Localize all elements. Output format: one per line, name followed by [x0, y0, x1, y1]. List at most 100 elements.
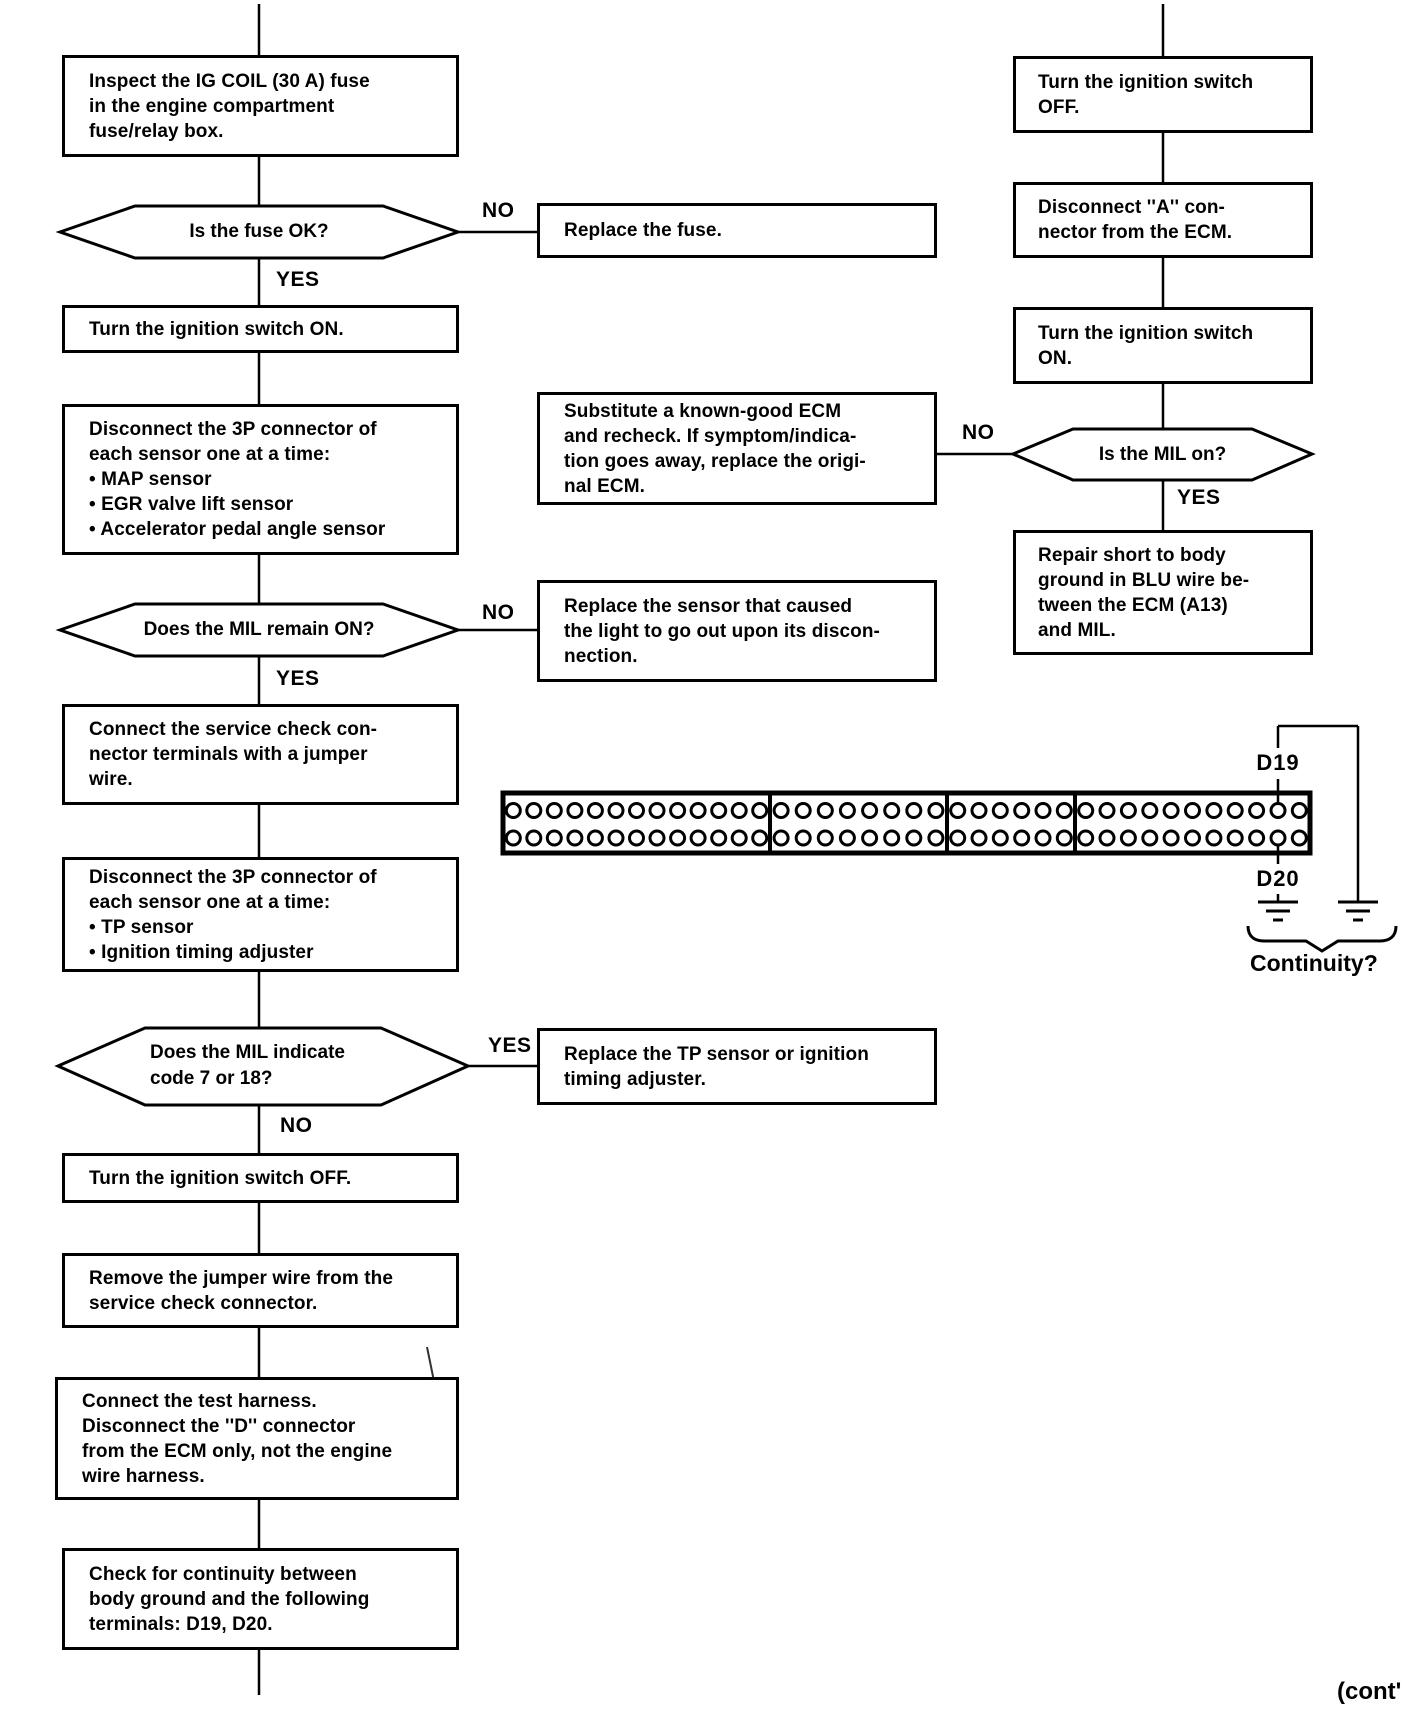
connector-pin [1248, 802, 1266, 819]
decision-mil-indicate-shape [54, 1026, 472, 1107]
connector-pin [1162, 829, 1180, 847]
node-replace-fuse: Replace the fuse. [537, 203, 937, 258]
connector-pin [607, 829, 625, 847]
connector-pin [816, 802, 834, 819]
connector-pin [927, 802, 945, 819]
connector-pin [772, 829, 790, 847]
continuity-brace [1246, 925, 1398, 953]
connector-pin [566, 802, 584, 819]
decision-shapes [54, 204, 1316, 1107]
connector-pin [730, 802, 748, 819]
connector-pin [883, 802, 901, 819]
connector-pin [751, 829, 769, 847]
decision-is-fuse-ok-shape [55, 204, 463, 260]
connector-pin [669, 829, 687, 847]
edge-label-yes-mil-remain: YES [276, 667, 320, 690]
node-disconnect-3p-tp: Disconnect the 3P connector of each sens… [62, 857, 459, 972]
connector-pin [566, 829, 584, 847]
connector-pin [1141, 802, 1159, 819]
connector-pin [816, 829, 834, 847]
connector-pin [689, 829, 707, 847]
connector-pin [1034, 829, 1052, 847]
connector-pin [1098, 829, 1116, 847]
connector-pin [861, 802, 879, 819]
connector-pin [1034, 802, 1052, 819]
connector-pin [730, 829, 748, 847]
connector-pin [1248, 829, 1266, 847]
node-substitute-ecm: Substitute a known-good ECM and recheck.… [537, 392, 937, 505]
connector-pin [751, 802, 769, 819]
node-remove-jumper: Remove the jumper wire from the service … [62, 1253, 459, 1328]
connector-pin [772, 802, 790, 819]
connector-pin [949, 802, 967, 819]
terminal-label-d19: D19 [1256, 750, 1300, 775]
decision-is-mil-on-shape [1009, 427, 1316, 482]
connector-pin [525, 802, 543, 819]
connector-pin [1119, 802, 1137, 819]
connector-pin [525, 829, 543, 847]
connector-pin [628, 802, 645, 819]
connector-dividers [768, 793, 1077, 853]
connector-pin [545, 802, 563, 819]
connector-pin [586, 829, 604, 847]
probe-wires [1276, 724, 1360, 902]
connector-pin [794, 829, 812, 847]
connector-pin [710, 829, 728, 847]
connector-pin [991, 802, 1009, 819]
decision-is-fuse-ok: Is the fuse OK? [189, 221, 329, 242]
edge-label-no-mil-on: NO [962, 421, 995, 444]
connector-pin [970, 802, 988, 819]
connector-pin [648, 802, 666, 819]
connector-pin [689, 802, 707, 819]
connector-pin [1184, 802, 1201, 819]
connector-pin [991, 829, 1009, 847]
connector-pin [1269, 829, 1287, 847]
connector-pin [883, 829, 901, 847]
edge-label-no-mil-remain: NO [482, 601, 515, 624]
connector-pin [949, 829, 967, 847]
node-ignition-on-right: Turn the ignition switch ON. [1013, 307, 1313, 384]
connector-pin [1098, 802, 1116, 819]
connector-pin [794, 802, 812, 819]
decision-is-mil-on: Is the MIL on? [1098, 443, 1227, 465]
connector-pin [504, 802, 522, 819]
connector-pin [1269, 802, 1287, 819]
connector-pin [970, 829, 988, 847]
connector-pin [1077, 802, 1095, 819]
connector-pin [648, 829, 666, 847]
connector-pin [710, 802, 728, 819]
edge-label-no-code: NO [280, 1114, 313, 1137]
ground-symbol-left [1258, 900, 1298, 922]
connector-pin [1077, 829, 1095, 847]
connector-pin [1226, 829, 1244, 847]
node-inspect-fuse: Inspect the IG COIL (30 A) fuse in the e… [62, 55, 459, 157]
decision-mil-remain: Does the MIL remain ON? [143, 619, 375, 640]
flow-lines [257, 4, 1165, 1695]
node-check-continuity: Check for continuity between body ground… [62, 1548, 459, 1650]
node-replace-sensor: Replace the sensor that caused the light… [537, 580, 937, 682]
node-ignition-off-right: Turn the ignition switch OFF. [1013, 56, 1313, 133]
connector-pin [586, 802, 604, 819]
connector-pins [504, 802, 1308, 847]
connector-pin [1055, 829, 1073, 847]
connector-pin [838, 802, 856, 819]
connector-pin [504, 829, 522, 847]
edge-label-yes-code: YES [488, 1034, 532, 1057]
node-ignition-off-left: Turn the ignition switch OFF. [62, 1153, 459, 1203]
node-connect-test-harness: Connect the test harness. Disconnect the… [55, 1377, 459, 1500]
page-continuation: (cont' [1337, 1678, 1402, 1705]
edge-label-yes-fuse: YES [276, 268, 320, 291]
decision-mil-indicate: Does the MIL indicate code 7 or 18? [150, 1042, 345, 1089]
connector-pin [1226, 802, 1244, 819]
connector-pin [1013, 802, 1031, 819]
connector-pin [628, 829, 645, 847]
node-replace-tp-sensor: Replace the TP sensor or ignition timing… [537, 1028, 937, 1105]
connector-pin [1162, 802, 1180, 819]
connector-pin [1141, 829, 1159, 847]
connector-pin [1205, 802, 1223, 819]
connector-pin [1055, 802, 1073, 819]
terminal-label-d20: D20 [1256, 866, 1300, 891]
connector-pin [669, 802, 687, 819]
